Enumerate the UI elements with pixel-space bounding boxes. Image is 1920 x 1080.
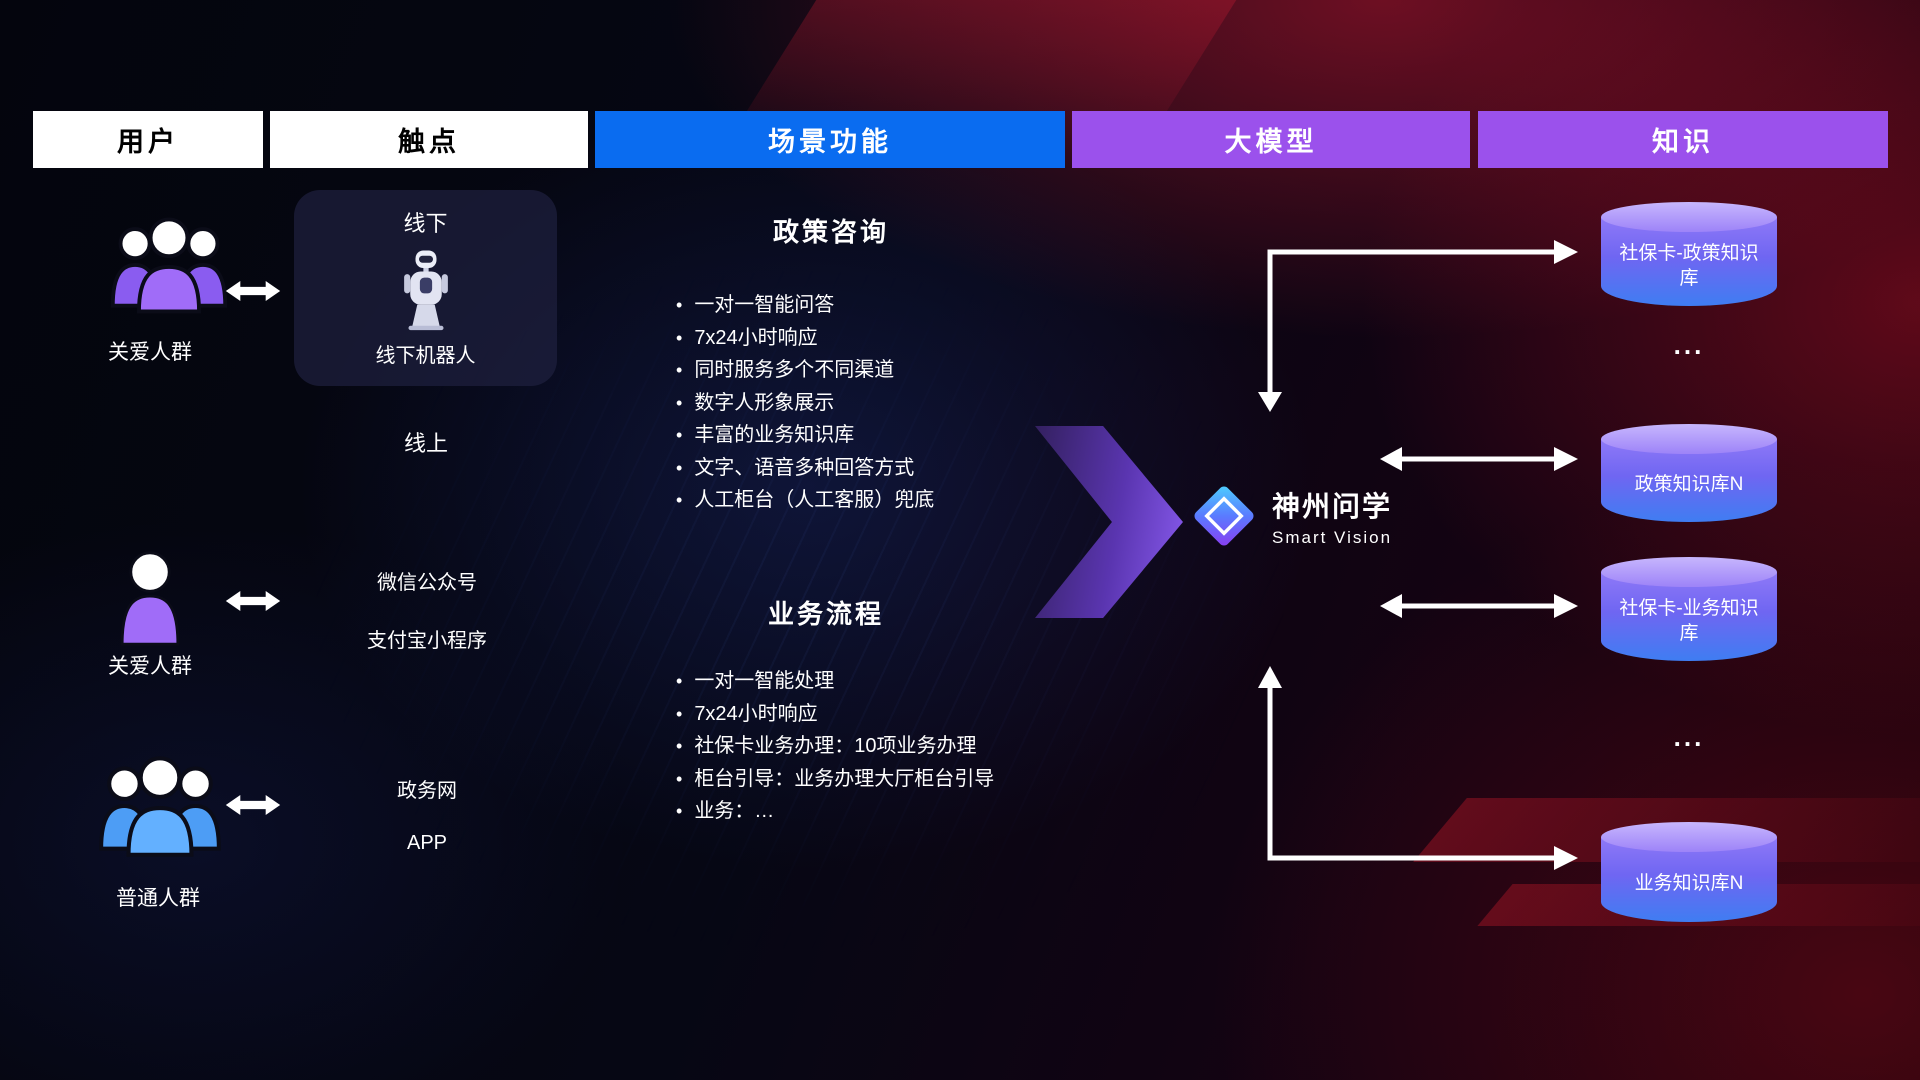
business-feature-item: 柜台引导：业务办理大厅柜台引导 (676, 763, 994, 796)
policy-feature-item: 人工柜台（人工客服）兜底 (676, 484, 934, 517)
cylinder-top (1601, 822, 1777, 852)
kb-cylinder-business-shebao: 社保卡-业务知识库 (1601, 557, 1777, 661)
column-header-users: 用户 (33, 111, 263, 168)
user-group-blue-icon (99, 756, 221, 857)
offline-robot-card: 线下 线下机器人 (294, 190, 557, 386)
red-beam-decoration (678, 0, 1262, 220)
channel-wechat: 微信公众号 (377, 572, 477, 594)
kb-ellipsis: ... (1673, 722, 1705, 752)
brand-name: 神州问学 (1272, 490, 1393, 522)
online-title: 线上 (403, 431, 448, 456)
policy-section-title: 政策咨询 (772, 217, 889, 247)
arrowhead-left (1380, 447, 1402, 471)
policy-feature-item: 一对一智能问答 (676, 289, 934, 322)
kb-label: 社保卡-业务知识库 (1619, 597, 1759, 644)
kb-label: 社保卡-政策知识库 (1619, 242, 1759, 289)
cylinder-top (1601, 202, 1777, 232)
column-header-knowledge: 知识 (1478, 111, 1888, 168)
offline-title: 线下 (403, 211, 448, 236)
user-single-purple-icon (120, 551, 180, 646)
policy-feature-item: 丰富的业务知识库 (676, 419, 934, 452)
channel-govweb: 政务网 (397, 780, 457, 802)
kb-label: 业务知识库N (1634, 873, 1744, 895)
two-way-arrow-icon (225, 591, 281, 611)
policy-feature-list: 一对一智能问答 7x24小时响应 同时服务多个不同渠道 数字人形象展示 丰富的业… (676, 289, 934, 517)
business-feature-item: 业务：… (676, 795, 994, 828)
user-group2-label: 普通人群 (116, 887, 200, 910)
two-way-arrow-icon (225, 281, 281, 301)
brand-subtitle: Smart Vision (1272, 527, 1393, 547)
two-way-arrow-icon (225, 795, 281, 815)
column-header-model: 大模型 (1072, 111, 1470, 168)
user-group-purple-icon (110, 217, 228, 314)
arrowhead-right (1554, 447, 1578, 471)
robot-icon (403, 250, 448, 330)
kb-cylinder-business-n: 业务知识库N (1601, 822, 1777, 922)
cylinder-top (1601, 424, 1777, 454)
column-header-touchpoints: 触点 (270, 111, 588, 168)
policy-feature-item: 同时服务多个不同渠道 (676, 354, 934, 387)
channel-alipay: 支付宝小程序 (367, 630, 487, 652)
kb-ellipsis: ... (1673, 330, 1705, 360)
column-header-scenarios: 场景功能 (595, 111, 1065, 168)
kb-cylinder-policy-shebao: 社保卡-政策知识库 (1601, 202, 1777, 306)
policy-feature-item: 文字、语音多种回答方式 (676, 452, 934, 485)
business-feature-item: 社保卡业务办理：10项业务办理 (676, 730, 994, 763)
arrowhead-left (1380, 594, 1402, 618)
kb-cylinder-policy-n: 政策知识库N (1601, 424, 1777, 522)
offline-robot-label: 线下机器人 (375, 345, 476, 367)
user-single-label: 关爱人群 (108, 655, 192, 678)
business-section-title: 业务流程 (767, 599, 884, 629)
policy-feature-item: 数字人形象展示 (676, 387, 934, 420)
policy-feature-item: 7x24小时响应 (676, 322, 934, 355)
connector-policy-kb1 (1267, 249, 1556, 396)
brand-logo: 神州问学 Smart Vision (1190, 482, 1392, 550)
business-feature-item: 7x24小时响应 (676, 698, 994, 731)
arrowhead-right (1554, 240, 1578, 264)
business-feature-item: 一对一智能处理 (676, 665, 994, 698)
arrowhead-right (1554, 594, 1578, 618)
brand-diamond-icon (1194, 486, 1254, 546)
kb-label: 政策知识库N (1634, 474, 1744, 496)
channel-app: APP (406, 832, 448, 854)
business-feature-list: 一对一智能处理 7x24小时响应 社保卡业务办理：10项业务办理 柜台引导：业务… (676, 665, 994, 828)
user-group1-label: 关爱人群 (108, 341, 192, 364)
cylinder-top (1601, 557, 1777, 587)
